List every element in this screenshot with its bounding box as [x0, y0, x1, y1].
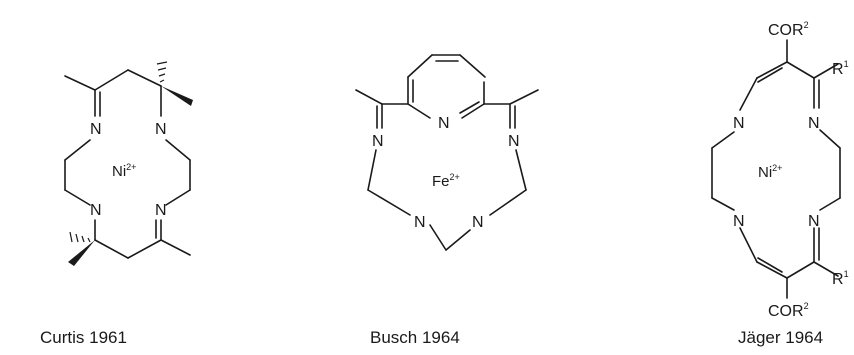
curtis-n-top-left: N [90, 121, 102, 138]
curtis-macrocycle: N N N N Ni2+ Curtis 1961 [40, 61, 193, 347]
busch-n-amine-left: N [414, 214, 426, 231]
busch-n-imine-left: N [372, 133, 384, 150]
jager-n-bottom-left: N [733, 213, 745, 230]
jager-n-top-right: N [808, 115, 820, 132]
jager-caption: Jäger 1964 [738, 328, 823, 347]
jager-macrocycle: COR2 COR2 R1 R1 N N N N Ni2+ Jäger 1964 [711, 20, 849, 347]
busch-caption: Busch 1964 [370, 328, 460, 347]
jager-cor-top: COR2 [768, 20, 809, 39]
curtis-n-top-right: N [155, 121, 167, 138]
busch-n-amine-right: N [472, 214, 484, 231]
jager-metal-ion: Ni2+ [758, 163, 782, 181]
jager-n-top-left: N [733, 115, 745, 132]
busch-n-pyridine: N [438, 115, 450, 132]
curtis-metal-ion: Ni2+ [112, 162, 136, 180]
jager-r1-top: R1 [832, 59, 849, 78]
jager-n-bottom-right: N [808, 213, 820, 230]
busch-n-imine-right: N [508, 133, 520, 150]
curtis-n-bottom-left: N [90, 202, 102, 219]
curtis-n-bottom-right: N [155, 202, 167, 219]
busch-macrocycle: N N N N N Fe2+ Busch 1964 [355, 54, 539, 347]
jager-cor-bottom: COR2 [768, 301, 809, 320]
curtis-caption: Curtis 1961 [40, 328, 127, 347]
busch-metal-ion: Fe2+ [432, 172, 460, 190]
jager-r1-bottom: R1 [832, 269, 849, 288]
